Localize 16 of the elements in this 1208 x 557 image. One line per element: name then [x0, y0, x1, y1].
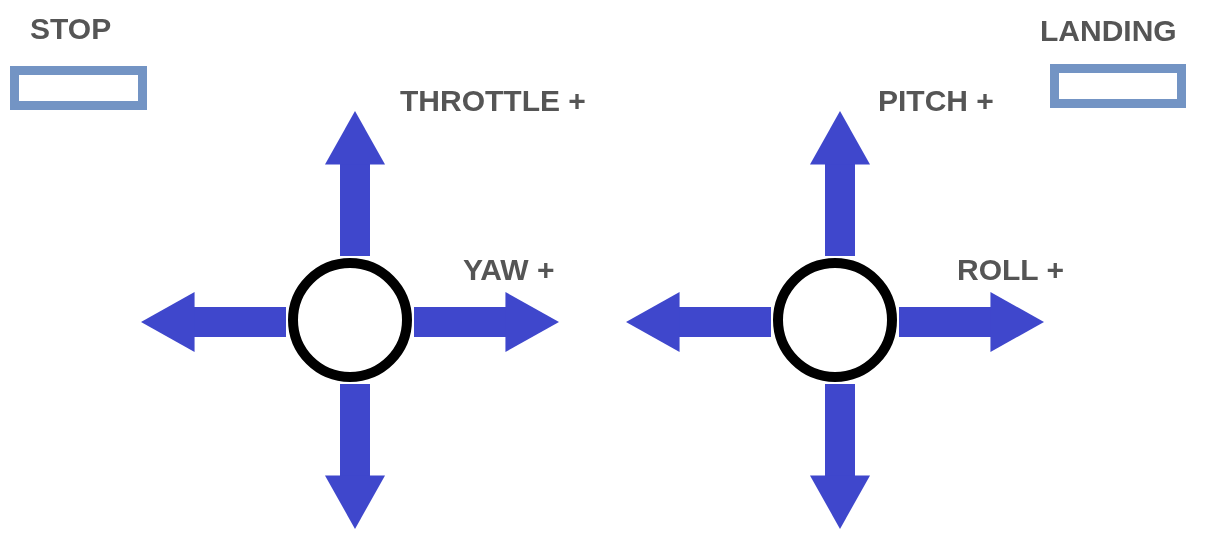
direction-arrow	[325, 384, 385, 529]
axis-label: YAW +	[463, 255, 555, 285]
direction-arrow	[626, 292, 771, 352]
direction-arrow	[899, 292, 1044, 352]
axis-label: ROLL +	[957, 255, 1064, 285]
direction-arrow	[810, 111, 870, 256]
direction-arrow	[810, 384, 870, 529]
direction-arrow	[414, 292, 559, 352]
axis-label: PITCH +	[878, 86, 994, 116]
direction-arrow	[325, 111, 385, 256]
axis-label: THROTTLE +	[400, 86, 586, 116]
direction-arrow	[141, 292, 286, 352]
button-caption: STOP	[30, 14, 112, 44]
button-caption: LANDING	[1040, 16, 1177, 46]
stick-circle	[288, 258, 412, 382]
stick-circle	[773, 258, 897, 382]
